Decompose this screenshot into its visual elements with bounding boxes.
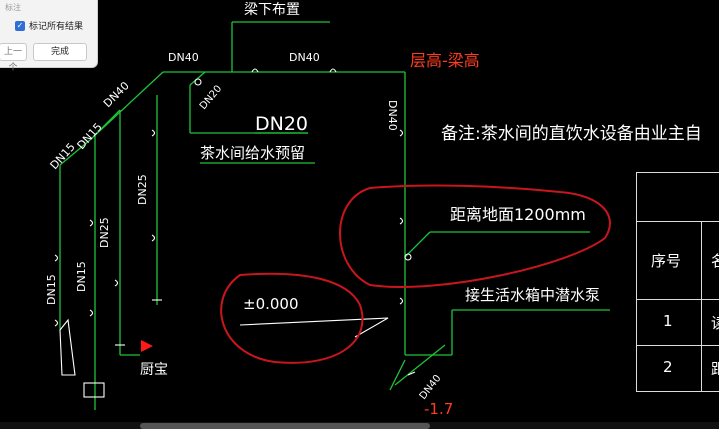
table-header-next: 名 — [711, 252, 719, 270]
pipe-label-dn40-c: DN40 — [386, 100, 399, 131]
find-results-dialog: 标注 ✓ 标记所有结果 上一个 完成 — [0, 0, 98, 73]
pipe-label-dn40-a: DN40 — [168, 51, 199, 64]
pipe-label-dn15-a: DN15 — [48, 140, 78, 172]
checkmark-icon: ✓ — [15, 20, 25, 31]
pipe-network — [59, 21, 610, 410]
table-header-row: 序号 名 — [637, 221, 719, 300]
drawing-note: 备注:茶水间的直饮水设备由业主自 — [441, 124, 702, 144]
table-row-next: 读 — [711, 314, 719, 332]
floor-beam-annotation: 层高-梁高 — [410, 51, 480, 70]
level-label: ±0.000 — [243, 295, 299, 313]
mark-all-label: 标记所有结果 — [29, 22, 84, 32]
table-row-num: 2 — [663, 358, 673, 376]
pipe-label-dn15-d: DN15 — [75, 261, 88, 292]
pipe-label-dn15-c: DN15 — [45, 274, 58, 305]
height-highlight-circle — [339, 184, 611, 288]
table-column-divider — [701, 221, 702, 391]
pipe-label-dn15-b: DN15 — [75, 120, 105, 152]
prev-button[interactable]: 上一个 — [0, 43, 27, 73]
table-row: 2 距 — [637, 345, 719, 392]
depth-annotation: -1.7 — [424, 400, 453, 418]
kitchen-label: 厨宝 — [140, 362, 168, 378]
table-header-num: 序号 — [651, 252, 682, 270]
scrollbar-thumb[interactable] — [140, 423, 430, 429]
table-row: 1 读 — [637, 299, 719, 346]
pipe-label-dn20: DN20 — [198, 83, 224, 111]
height-label: 距离地面1200mm — [450, 205, 586, 224]
tea-room-label: 茶水间给水预留 — [200, 144, 305, 162]
table-row-next: 距 — [711, 360, 719, 378]
flag-icon — [141, 340, 153, 352]
tea-room-size: DN20 — [255, 113, 308, 135]
beam-label: 梁下布置 — [244, 2, 300, 18]
pipe-label-dn40-b: DN40 — [289, 51, 320, 64]
pump-label: 接生活水箱中潜水泵 — [465, 286, 600, 304]
level-highlight-circle — [220, 272, 364, 364]
pipe-label-dn40-e: DN40 — [418, 373, 444, 402]
pipe-label-dn25-a: DN25 — [136, 174, 149, 205]
pipe-label-dn25-b: DN25 — [98, 217, 111, 248]
dialog-title: 标注 — [5, 3, 21, 12]
mark-all-checkbox[interactable]: ✓ 标记所有结果 — [15, 19, 83, 32]
markup-circles — [220, 184, 611, 364]
table-row-num: 1 — [663, 312, 673, 330]
valve-symbols — [54, 68, 416, 398]
legend-table: 序号 名 1 读 2 距 — [636, 172, 719, 392]
done-button[interactable]: 完成 — [33, 43, 87, 61]
